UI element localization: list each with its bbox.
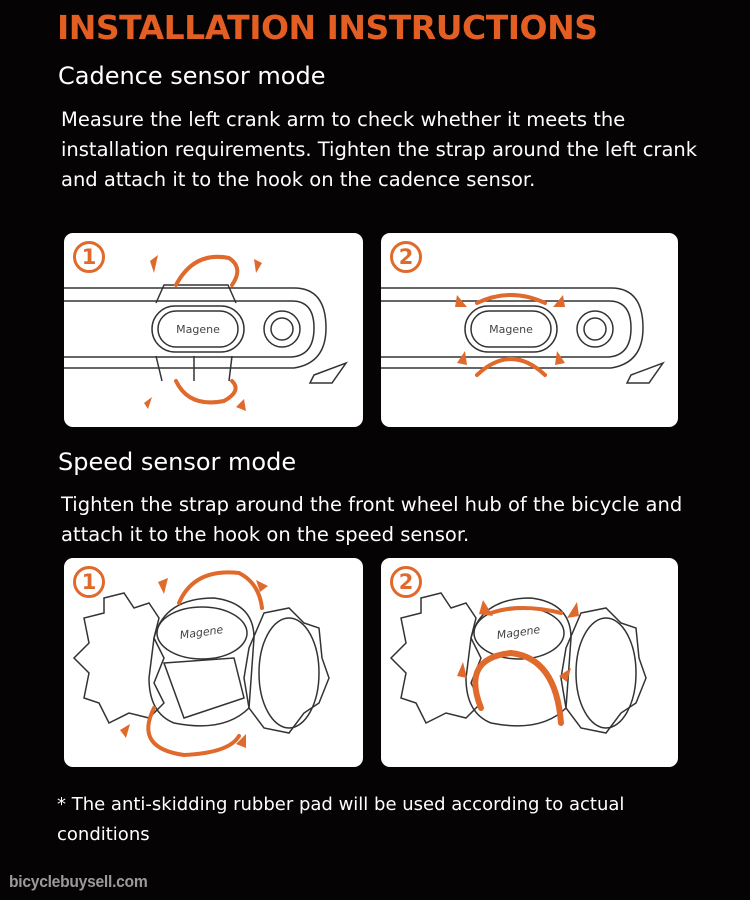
cadence-step-2-card: Magene 2	[381, 233, 678, 427]
arrow-icon	[236, 399, 246, 411]
speed-section-description: Tighten the strap around the front wheel…	[61, 493, 683, 546]
arrow-icon	[256, 580, 268, 592]
speed-section-heading: Speed sensor mode	[58, 448, 297, 476]
arrow-icon	[559, 668, 571, 682]
arrow-icon	[457, 351, 467, 365]
cadence-section-description: Measure the left crank arm to check whet…	[61, 108, 698, 191]
magene-brand-label: Magene	[179, 623, 224, 642]
arrow-icon	[254, 259, 262, 273]
magene-brand-label: Magene	[176, 323, 220, 336]
arrow-icon	[479, 600, 493, 616]
strap-arrow-top	[177, 570, 264, 610]
arrow-icon	[144, 397, 152, 409]
strap-arrow-bottom	[475, 357, 547, 377]
strap-arrow-top	[174, 254, 240, 287]
arrow-icon	[567, 602, 579, 618]
page-title: INSTALLATION INSTRUCTIONS	[57, 8, 598, 47]
cadence-step-1-illustration: Magene	[64, 254, 349, 411]
speed-step-1-card: Magene 1	[64, 558, 363, 767]
arrow-icon	[120, 724, 130, 738]
footnote: * The anti-skidding rubber pad will be u…	[57, 794, 625, 845]
step-number-badge: 2	[390, 241, 422, 273]
magene-brand-label: Magene	[496, 623, 541, 642]
strap-arrow-bottom	[146, 706, 241, 758]
arrow-icon	[455, 295, 467, 307]
speed-step-2-card: Magene 2	[381, 558, 678, 767]
arrow-icon	[150, 255, 158, 273]
strap-arrow-bottom	[174, 379, 238, 405]
cadence-step-1-card: Magene 1	[64, 233, 363, 427]
arrow-icon	[555, 351, 565, 365]
speed-step-2-illustration: Magene	[389, 592, 647, 734]
step-number-badge: 2	[390, 566, 422, 598]
magene-brand-label: Magene	[489, 323, 533, 336]
strap-arrow-top	[475, 293, 547, 305]
arrow-icon	[553, 295, 565, 307]
arrow-icon	[158, 578, 168, 594]
cadence-section-heading: Cadence sensor mode	[58, 62, 326, 90]
cadence-step-2-illustration: Magene	[381, 287, 666, 384]
step-number-badge: 1	[73, 241, 105, 273]
arrow-icon	[236, 734, 246, 748]
watermark: bicyclebuysell.com	[9, 872, 148, 891]
arrow-icon	[457, 662, 467, 678]
step-number-badge: 1	[73, 566, 105, 598]
strap-arrow-bottom	[472, 649, 564, 726]
speed-step-1-illustration: Magene	[72, 570, 330, 758]
strap-arrow-top	[489, 606, 563, 615]
